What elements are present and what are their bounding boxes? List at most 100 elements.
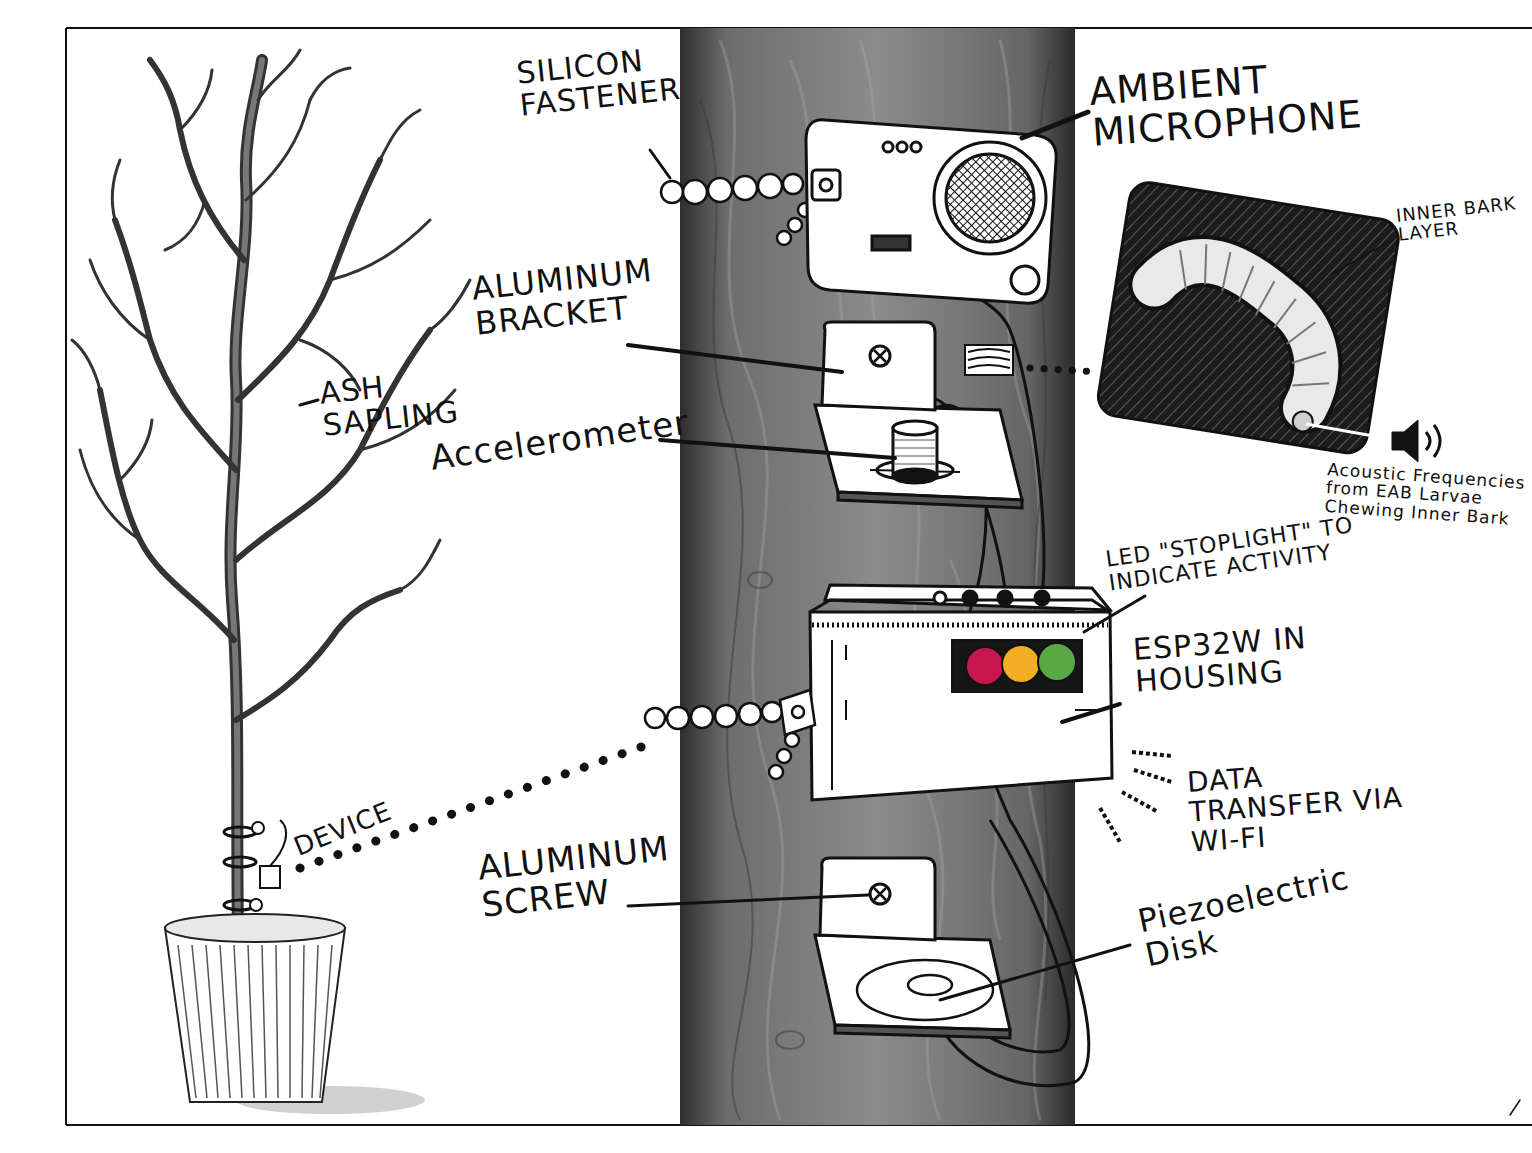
inner-bark-inset [1096,180,1402,456]
ash-sapling [150,60,244,260]
silicon-fastener [667,707,689,729]
ash-sapling [100,390,234,640]
aluminum-bracket [870,346,890,366]
bark-band [776,1031,804,1049]
callout-label: Accelerometer [428,395,750,476]
bark-sample-marker [965,345,1013,375]
inner-bark-inset [1239,264,1254,303]
ambient-microphone [806,120,1056,303]
led-stoplight [966,647,1004,685]
plant-pot [165,914,345,942]
inner-bark-inset [1292,378,1329,392]
leader-lines [1510,1100,1520,1115]
leader-lines [940,945,1130,1000]
inner-bark-inset [1096,180,1402,456]
ash-sapling [80,450,140,540]
silicon-fastener [683,180,707,204]
plant-pot [165,928,345,1102]
ash-sapling [180,70,212,130]
callout-label: ALUMINUM BRACKET [470,251,676,341]
ash-sapling [112,160,120,220]
silicon-fastener [788,218,802,232]
piezoelectric-disk [908,975,952,995]
wifi-signal [1134,770,1172,782]
led-stoplight [1002,645,1040,683]
callout-label: SILICON FASTENER [515,39,701,122]
inner-bark-inset [1222,252,1230,292]
esp32-housing [934,592,946,604]
bark-band [748,572,772,588]
sound-emitter [1306,424,1396,440]
bark-sample-marker [1030,368,1098,372]
sound-emitter [1392,420,1418,462]
callout-label: ALUMINUM SCREW [476,831,663,923]
accelerometer [893,421,937,483]
esp32-housing [825,585,1110,610]
ambient-microphone [1011,266,1039,294]
ash-sapling [430,280,470,330]
wifi-signal [1122,792,1158,812]
accelerometer [893,421,937,435]
aluminum-bracket [874,888,886,900]
esp32-housing [998,591,1012,605]
plant-pot [262,945,266,1098]
aluminum-bracket [815,322,1022,508]
esp32-housing [845,645,847,660]
silicon-fastener [758,174,782,198]
bark-sample-marker [968,357,1010,360]
bark-sample-marker [968,349,1010,352]
plant-pot [248,945,254,1098]
accelerometer [895,456,935,457]
leader-lines [660,440,895,458]
ambient-microphone [872,236,910,250]
led-stoplight [1038,643,1076,681]
ambient-microphone [883,142,893,152]
led-stoplight [952,640,1082,692]
led-stoplight [952,640,1082,692]
plant-pot [165,914,425,1114]
esp32-housing [810,585,1112,800]
aluminum-bracket [874,350,886,362]
ash-sapling [165,200,205,250]
silicon-fastener [661,181,683,203]
esp32-housing [1035,591,1049,605]
bark-sample-marker [968,365,1010,368]
callout-label: DATA TRANSFER VIA WI-FI [1186,753,1412,859]
wifi-signal [1100,752,1172,842]
callout-label: LED "STOPLIGHT" TO INDICATE ACTIVITY [1104,510,1378,595]
silicon-fastener [739,703,761,725]
ambient-microphone [812,170,840,200]
leader-lines [628,345,842,372]
leader-lines [650,150,670,178]
esp32-housing [845,700,847,720]
ash-sapling [72,50,470,590]
ash-sapling [236,330,430,560]
aluminum-bracket [870,884,890,904]
ambient-microphone [946,154,1034,242]
accelerometer [895,440,935,464]
inner-bark-inset [1200,244,1211,284]
esp32-housing [963,591,977,605]
silicon-fastener [762,702,782,722]
ash-sapling [72,50,470,935]
callout-label: Piezoelectric Disk [1135,855,1384,972]
plant-pot [234,945,242,1098]
esp32-housing [831,640,833,790]
ash-sapling [236,590,400,720]
ambient-microphone [806,120,1056,303]
bark-sample-marker [965,345,1098,375]
inner-bark-inset [1287,318,1316,348]
aluminum-bracket [838,492,1022,508]
silicon-fastener [785,733,799,747]
accelerometer [895,464,935,465]
plant-pot [302,945,304,1098]
plant-pot [178,945,332,1098]
silicon-fastener [733,176,757,200]
aluminum-bracket [815,858,1010,1038]
silicon-fastener [777,749,791,763]
ash-sapling [246,100,310,200]
ash-sapling [330,220,430,280]
callout-label: INNER BARK LAYER [1395,192,1528,244]
